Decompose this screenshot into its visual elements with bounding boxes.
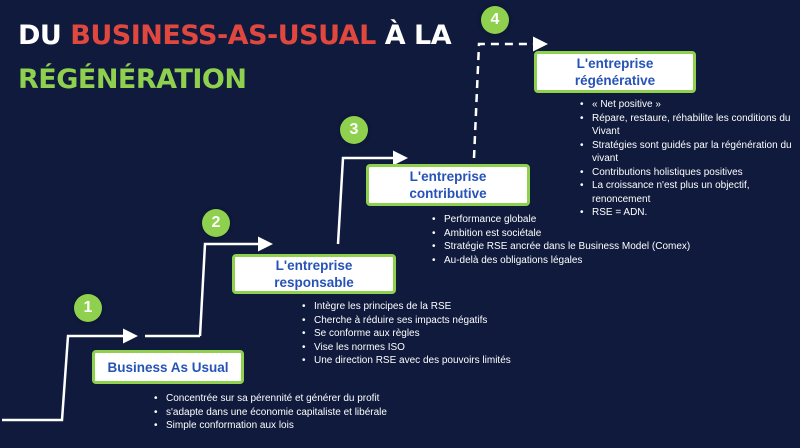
title-line-2: RÉGÉNÉRATION bbox=[18, 64, 247, 95]
list-item: Vise les normes ISO bbox=[302, 341, 584, 355]
page-title: DU BUSINESS-AS-USUAL À LA RÉGÉNÉRATION bbox=[18, 14, 452, 102]
stage-box-entreprise-contributive: L'entreprise contributive bbox=[366, 164, 530, 206]
list-item: Concentrée sur sa pérennité et générer d… bbox=[154, 392, 426, 406]
stair-segment-2 bbox=[198, 236, 273, 337]
list-item: Stratégies sont guidés par la régénérati… bbox=[580, 139, 792, 166]
list-item: Contributions holistiques positives bbox=[580, 166, 792, 180]
bullet-list-business-as-usual: Concentrée sur sa pérennité et générer d… bbox=[152, 392, 426, 433]
title-part-du: DU bbox=[18, 20, 71, 51]
list-item: RSE = ADN. bbox=[580, 206, 792, 220]
list-item: La croissance n'est plus un objectif, re… bbox=[580, 179, 792, 206]
list-item: Se conforme aux règles bbox=[302, 327, 584, 341]
title-line-1: DU BUSINESS-AS-USUAL À LA bbox=[18, 14, 452, 58]
list-item: Simple conformation aux lois bbox=[154, 419, 426, 433]
stage-box-business-as-usual: Business As Usual bbox=[92, 350, 244, 384]
list-item: Une direction RSE avec des pouvoirs limi… bbox=[302, 354, 584, 368]
list-item: Au-delà des obligations légales bbox=[432, 254, 694, 268]
bullet-list-entreprise-contributive: Performance globale Ambition est sociéta… bbox=[430, 213, 694, 267]
stair-segment-1 bbox=[2, 328, 138, 422]
title-part-business-as-usual: BUSINESS-AS-USUAL bbox=[70, 20, 376, 51]
list-item: s'adapte dans une économie capitaliste e… bbox=[154, 406, 426, 420]
stage-box-entreprise-regenerative: L'entreprise régénérative bbox=[534, 51, 696, 93]
list-item: Ambition est sociétale bbox=[432, 227, 694, 241]
bullet-list-entreprise-regenerative: « Net positive » Répare, restaure, réhab… bbox=[578, 98, 792, 220]
list-item: Intègre les principes de la RSE bbox=[302, 300, 584, 314]
bullet-list-entreprise-responsable: Intègre les principes de la RSE Cherche … bbox=[300, 300, 584, 368]
step-number-badge-1: 1 bbox=[74, 294, 102, 322]
step-number-badge-2: 2 bbox=[202, 209, 230, 237]
step-number-badge-4: 4 bbox=[481, 6, 509, 34]
list-item: Performance globale bbox=[432, 213, 694, 227]
step-number-badge-3: 3 bbox=[340, 116, 368, 144]
title-part-a-la: À LA bbox=[375, 20, 452, 51]
stair-segment-4-dashed bbox=[472, 36, 548, 159]
list-item: « Net positive » bbox=[580, 98, 792, 112]
stair-segment-3 bbox=[336, 150, 408, 245]
list-item: Répare, restaure, réhabilite les conditi… bbox=[580, 112, 792, 139]
list-item: Stratégie RSE ancrée dans le Business Mo… bbox=[432, 240, 694, 254]
list-item: Cherche à réduire ses impacts négatifs bbox=[302, 314, 584, 328]
stage-box-entreprise-responsable: L'entreprise responsable bbox=[232, 254, 396, 294]
